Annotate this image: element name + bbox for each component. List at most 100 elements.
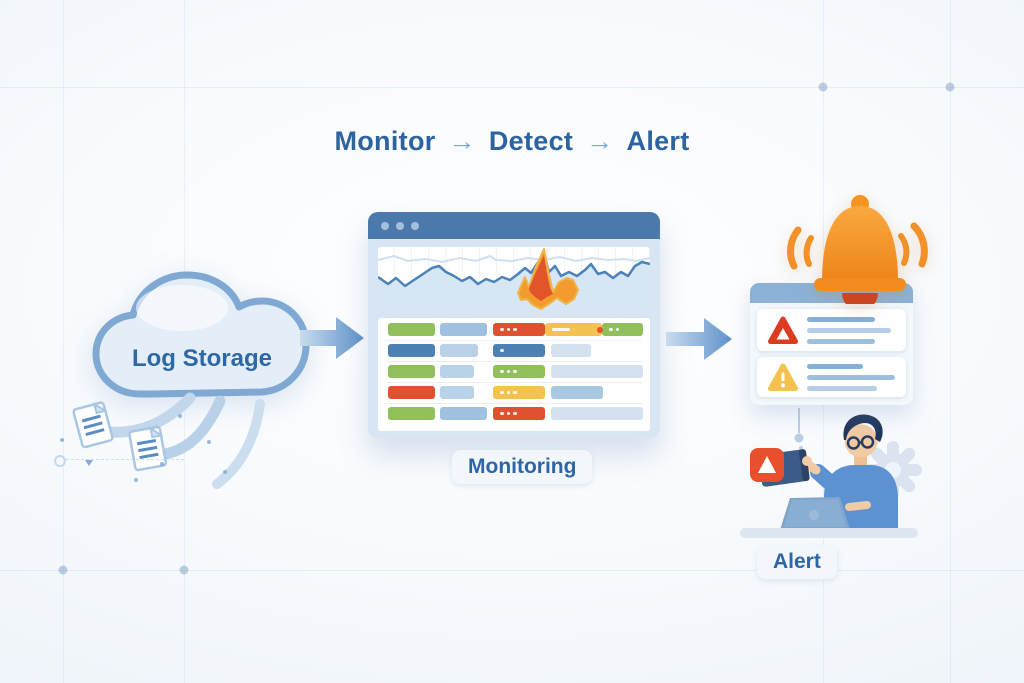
data-stream-line bbox=[212, 399, 265, 489]
critical-triangle-icon bbox=[768, 316, 798, 344]
alert-label: Alert bbox=[773, 550, 821, 573]
monitoring-label: Monitoring bbox=[468, 455, 577, 478]
bell-ring-arcs bbox=[787, 222, 928, 270]
desk bbox=[740, 528, 918, 538]
table-row bbox=[378, 382, 650, 400]
title-step-monitor: Monitor bbox=[334, 126, 436, 156]
table-row bbox=[378, 340, 650, 358]
connector-node bbox=[794, 433, 804, 443]
title-step-detect: Detect bbox=[488, 126, 574, 156]
person-upper-arm bbox=[810, 464, 844, 496]
grid-line bbox=[63, 0, 64, 683]
monitoring-label-chip: Monitoring bbox=[452, 450, 593, 484]
flow-arrow-icon bbox=[666, 318, 732, 360]
decor-node bbox=[54, 455, 66, 467]
alert-text-lines bbox=[807, 358, 906, 397]
table-pill bbox=[493, 344, 545, 357]
table-pill bbox=[440, 407, 487, 420]
monitoring-table bbox=[378, 318, 650, 431]
chart-area bbox=[378, 254, 650, 311]
table-pill bbox=[602, 323, 643, 336]
table-pill bbox=[551, 407, 643, 420]
alert-text-line bbox=[807, 363, 863, 369]
log-storage-cloud-icon: Log Storage bbox=[92, 271, 310, 398]
connector-dot bbox=[799, 446, 803, 450]
table-pill bbox=[388, 323, 435, 336]
flow-arrow-icon bbox=[300, 317, 364, 359]
warning-triangle-icon bbox=[768, 363, 798, 391]
decor-dot bbox=[134, 478, 138, 482]
monitoring-browser-window bbox=[368, 212, 660, 438]
alert-card-warning bbox=[757, 357, 906, 397]
table-row bbox=[378, 323, 650, 337]
table-pill bbox=[551, 386, 603, 399]
table-pill bbox=[440, 344, 478, 357]
table-pill bbox=[545, 323, 602, 336]
data-stream-line bbox=[103, 392, 196, 438]
title-arrow-icon: → bbox=[586, 126, 614, 156]
anomaly-spike-core bbox=[529, 255, 553, 301]
table-pill bbox=[493, 386, 545, 399]
bell-clapper bbox=[842, 293, 878, 304]
analyst-illustration bbox=[740, 408, 922, 538]
grid-dot bbox=[58, 565, 68, 575]
table-row bbox=[378, 361, 650, 379]
title-arrow-icon: → bbox=[448, 126, 476, 156]
chart-line bbox=[378, 252, 650, 288]
grid-line bbox=[0, 570, 1024, 571]
alert-text-line bbox=[807, 316, 875, 322]
status-dot bbox=[597, 327, 603, 333]
table-pill bbox=[493, 365, 545, 378]
decor-dot bbox=[223, 470, 227, 474]
log-document-icon bbox=[72, 401, 114, 449]
alert-text-line bbox=[807, 327, 891, 333]
cloud-label: Log Storage bbox=[132, 345, 272, 372]
decor-dashed-line bbox=[66, 459, 184, 460]
decor-dot bbox=[60, 438, 64, 442]
table-pill bbox=[493, 323, 545, 336]
grid-dot bbox=[818, 82, 828, 92]
alert-text-line bbox=[807, 374, 895, 380]
laptop-icon bbox=[780, 497, 850, 530]
table-pill bbox=[440, 323, 487, 336]
log-streams bbox=[72, 392, 265, 489]
title-step-alert: Alert bbox=[626, 126, 690, 156]
flow-title: Monitor → Detect → Alert bbox=[0, 126, 1024, 157]
decor-triangle bbox=[85, 460, 93, 466]
table-pill bbox=[388, 386, 435, 399]
table-pill bbox=[440, 365, 474, 378]
grid-line bbox=[950, 0, 951, 683]
alert-text-lines bbox=[807, 311, 906, 350]
decor-dot bbox=[160, 462, 164, 466]
table-pill bbox=[493, 407, 545, 420]
table-pill bbox=[388, 407, 435, 420]
decor-dot bbox=[207, 440, 211, 444]
browser-titlebar bbox=[368, 212, 660, 239]
table-pill bbox=[551, 344, 591, 357]
table-pill bbox=[440, 386, 474, 399]
alert-bell-icon bbox=[787, 195, 928, 304]
data-stream-line bbox=[159, 395, 226, 460]
window-control-dot bbox=[411, 221, 419, 230]
person-upper-arm bbox=[860, 488, 896, 513]
person-figure bbox=[750, 414, 898, 532]
person-forearm bbox=[845, 501, 871, 511]
table-pill bbox=[388, 365, 435, 378]
person-hand bbox=[802, 456, 812, 466]
window-control-dot bbox=[396, 221, 404, 230]
alert-label-chip: Alert bbox=[757, 545, 837, 579]
decor-dot bbox=[178, 414, 182, 418]
alert-card-critical bbox=[757, 309, 906, 351]
alert-panel bbox=[750, 283, 913, 405]
grid-dot bbox=[179, 565, 189, 575]
table-pill bbox=[388, 344, 435, 357]
person-hair bbox=[843, 414, 883, 442]
grid-line bbox=[0, 87, 1024, 88]
alert-text-line bbox=[807, 338, 875, 344]
grid-dot bbox=[945, 82, 955, 92]
alert-text-line bbox=[807, 385, 877, 391]
glasses-icon bbox=[846, 435, 875, 450]
chart-faint-line bbox=[378, 254, 650, 264]
table-row bbox=[378, 403, 650, 421]
